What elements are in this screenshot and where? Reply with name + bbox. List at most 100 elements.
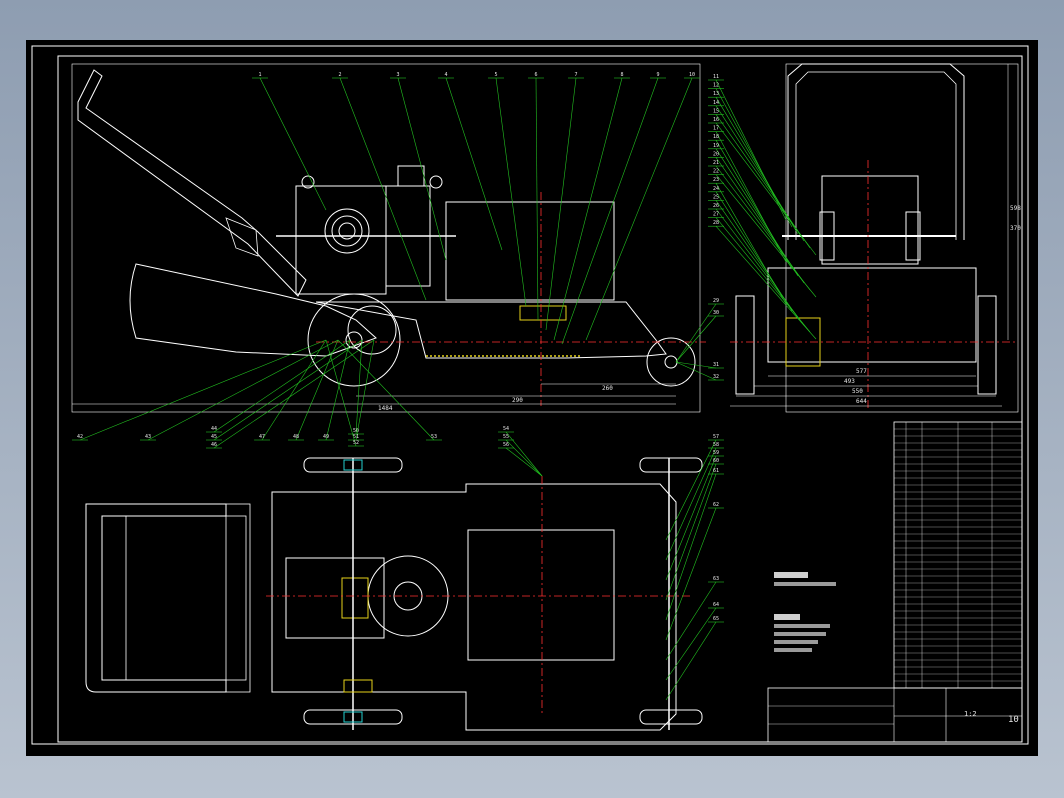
- plan-bearing-hidden: [343, 711, 363, 723]
- callout-number: 29: [713, 298, 719, 304]
- callout-number: 12: [713, 83, 719, 89]
- front-view-frame: [71, 63, 701, 413]
- callout-number: 63: [713, 576, 719, 582]
- callout-leader: [665, 621, 717, 701]
- plan-bearing-hidden: [343, 459, 363, 471]
- note-line: [774, 572, 808, 578]
- callout-leader: [715, 165, 811, 291]
- plan-section: [341, 577, 369, 619]
- callout-leader: [715, 217, 811, 333]
- rear-wheel-hub: [664, 355, 678, 369]
- callout-leader: [339, 77, 427, 301]
- callout-leader: [147, 339, 339, 441]
- callout-number: 6: [534, 72, 537, 78]
- callout-number: 65: [713, 616, 719, 622]
- callout-number: 15: [713, 108, 719, 114]
- callout-number: 61: [713, 468, 719, 474]
- note-line: [774, 640, 818, 644]
- callout-number: 9: [656, 72, 659, 78]
- callout-number: 50: [353, 428, 359, 434]
- callout-leader: [213, 339, 375, 449]
- plan-view: [85, 457, 703, 731]
- callout-leader: [259, 77, 327, 211]
- callout-number: 22: [713, 169, 719, 175]
- dim-side-w3: 550: [852, 388, 863, 395]
- gearbox: [295, 185, 387, 295]
- dim-side-w1: 577: [856, 368, 867, 375]
- callout-number: 42: [77, 434, 83, 440]
- callout-leader: [505, 447, 543, 477]
- plan-handle-cross: [225, 503, 251, 693]
- callout-number: 26: [713, 203, 719, 209]
- chassis: [315, 301, 667, 359]
- callout-number: 31: [713, 362, 719, 368]
- callout-leader: [445, 77, 503, 251]
- dim-side-w2: 493: [844, 378, 855, 385]
- cad-drawing: 1484 290 260 577 493 550 644 598 370: [31, 45, 1029, 745]
- callout-number: 44: [211, 426, 217, 432]
- callout-leader: [355, 339, 363, 435]
- callout-number: 8: [620, 72, 623, 78]
- callout-leader: [715, 79, 787, 221]
- side-wheel-right: [977, 295, 997, 395]
- note-line: [774, 614, 800, 620]
- plan-chassis: [271, 483, 677, 731]
- callout-number: 30: [713, 310, 719, 316]
- callout-number: 10: [689, 72, 695, 78]
- lift-eye: [429, 175, 443, 189]
- flange-bore: [338, 222, 356, 240]
- callout-number: 5: [494, 72, 497, 78]
- callout-leader: [397, 77, 447, 261]
- side-wheel-left: [735, 295, 755, 395]
- callout-leader: [505, 431, 543, 477]
- side-hub: [905, 211, 921, 261]
- flange-inner: [331, 215, 363, 247]
- note-line: [774, 624, 830, 628]
- callout-number: 56: [503, 442, 509, 448]
- callout-leader: [715, 226, 817, 340]
- callout-leader: [715, 174, 817, 298]
- callout-number: 16: [713, 117, 719, 123]
- callout-number: 46: [211, 442, 217, 448]
- dim-front-short: 260: [602, 385, 613, 392]
- callout-number: 2: [338, 72, 341, 78]
- title-block-frame: [767, 687, 1023, 743]
- callout-number: 4: [444, 72, 447, 78]
- section-block: [519, 305, 567, 321]
- callout-number: 52: [353, 440, 359, 446]
- note-line: [774, 648, 812, 652]
- callout-leader: [553, 77, 623, 341]
- plan-engine: [467, 529, 615, 661]
- callout-leader: [675, 315, 717, 363]
- plan-blade: [125, 515, 247, 681]
- side-hub: [819, 211, 835, 261]
- sheet-number: 10: [1008, 715, 1019, 725]
- callout-leader: [675, 361, 717, 369]
- callout-leader: [665, 607, 717, 681]
- callout-leader: [213, 339, 363, 441]
- callout-leader: [561, 77, 659, 345]
- dim-side-h2: 370: [1010, 225, 1021, 232]
- callout-leader: [545, 77, 577, 331]
- callout-leader: [79, 339, 327, 441]
- callout-leader: [665, 447, 717, 561]
- callout-leader: [675, 361, 717, 381]
- callout-leader: [355, 339, 375, 441]
- callout-leader: [715, 200, 799, 319]
- callout-number: 60: [713, 458, 719, 464]
- callout-number: 27: [713, 212, 719, 218]
- motor-cap: [397, 165, 425, 187]
- callout-number: 49: [323, 434, 329, 440]
- plan-wheel-bottom-right: [639, 709, 703, 725]
- callout-number: 53: [431, 434, 437, 440]
- handle-bar: [77, 69, 307, 297]
- title-block: 1:2 10: [767, 687, 1023, 743]
- callout-leader: [665, 473, 717, 621]
- callout-number: 47: [259, 434, 265, 440]
- callout-number: 14: [713, 100, 719, 106]
- callout-number: 1: [258, 72, 261, 78]
- callout-number: 28: [713, 220, 719, 226]
- callout-leader: [337, 339, 435, 441]
- plan-bearing: [343, 679, 373, 693]
